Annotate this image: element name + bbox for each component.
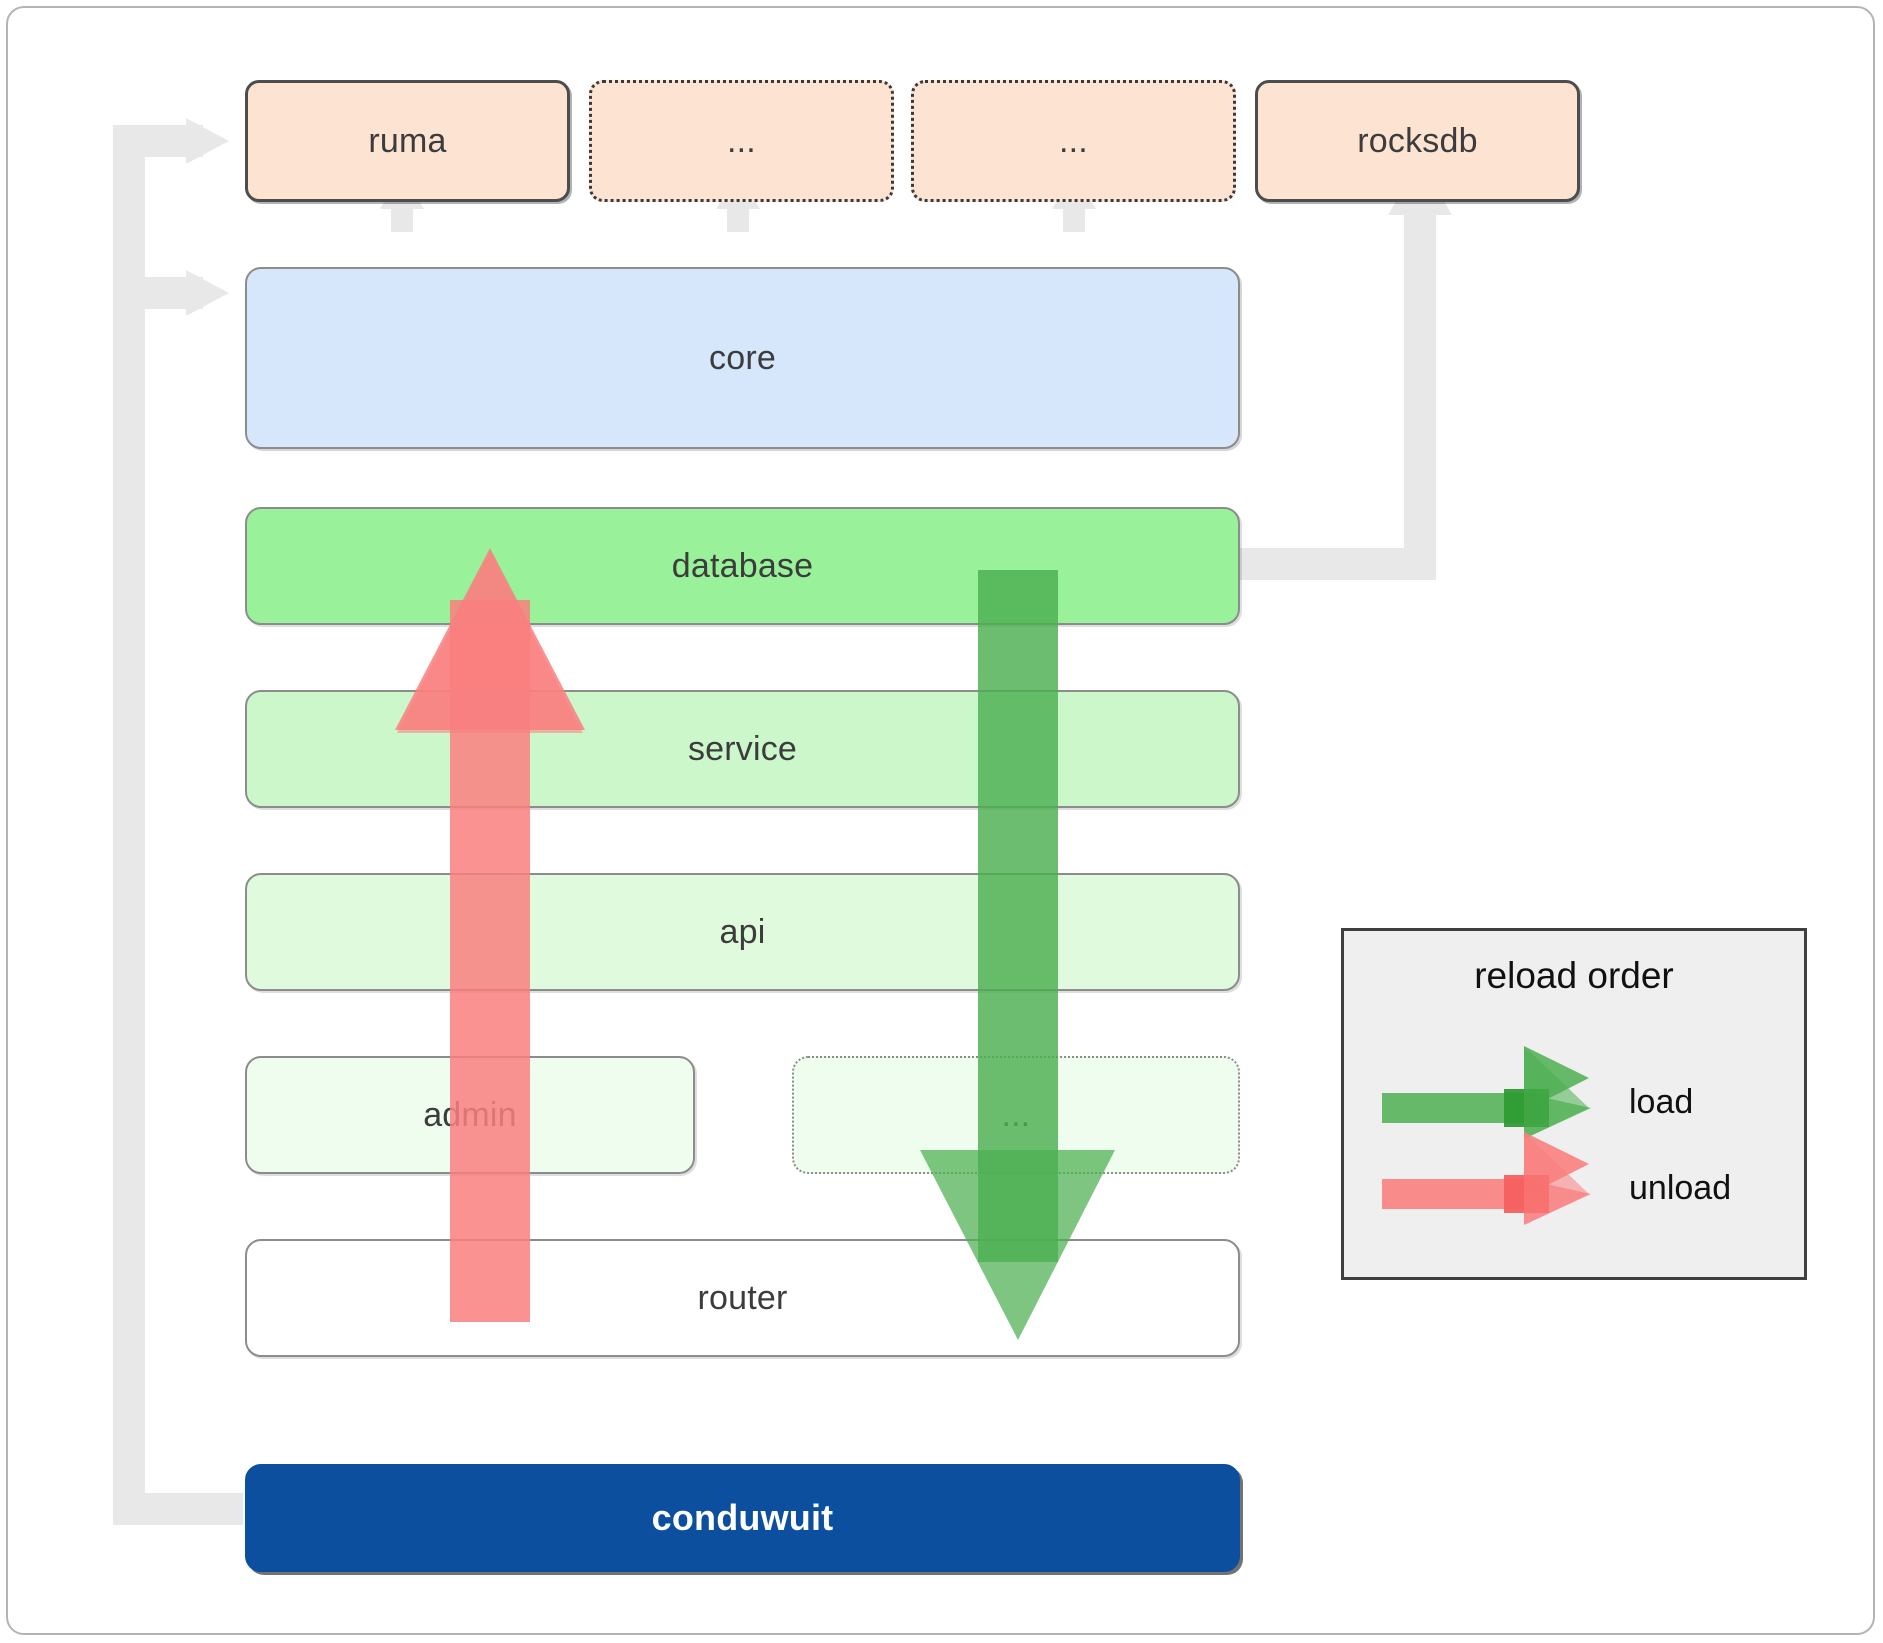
layer-box-service[interactable]: service — [245, 690, 1240, 808]
dependency-label: ruma — [368, 121, 447, 160]
dependency-label: ... — [1059, 121, 1088, 160]
legend-label-load: load — [1629, 1083, 1694, 1121]
dependency-box-rocksdb[interactable]: rocksdb — [1255, 80, 1580, 202]
layer-label: api — [719, 912, 766, 951]
dependency-label: ... — [727, 121, 756, 160]
layer-box-admin[interactable]: admin — [245, 1056, 695, 1174]
unload-arrow-icon — [1382, 1132, 1591, 1225]
layer-box-database[interactable]: database — [245, 507, 1240, 625]
dependency-box-more-2[interactable]: ... — [911, 80, 1236, 202]
legend-title: reload order — [1474, 955, 1674, 996]
layer-box-router[interactable]: router — [245, 1239, 1240, 1357]
layer-label: admin — [423, 1095, 517, 1134]
diagram-frame — [6, 6, 1875, 1635]
layer-box-more[interactable]: ... — [792, 1056, 1240, 1174]
layer-label: router — [697, 1278, 788, 1317]
load-arrow-icon — [1382, 1046, 1591, 1139]
legend-panel: reload order load unload — [1341, 928, 1807, 1280]
legend-arrow-icons — [1382, 1046, 1591, 1225]
layer-label: service — [687, 729, 798, 768]
dependency-box-more-1[interactable]: ... — [589, 80, 894, 202]
dependency-box-ruma[interactable]: ruma — [245, 80, 570, 202]
legend-label-unload: unload — [1629, 1169, 1732, 1207]
layer-label: database — [671, 546, 814, 585]
core-box[interactable]: core — [245, 267, 1240, 449]
conduwuit-label: conduwuit — [651, 1497, 834, 1538]
layer-label: ... — [1001, 1095, 1031, 1134]
conduwuit-box[interactable]: conduwuit — [245, 1464, 1240, 1572]
dependency-label: rocksdb — [1357, 121, 1478, 160]
core-label: core — [709, 338, 776, 377]
layer-box-api[interactable]: api — [245, 873, 1240, 991]
